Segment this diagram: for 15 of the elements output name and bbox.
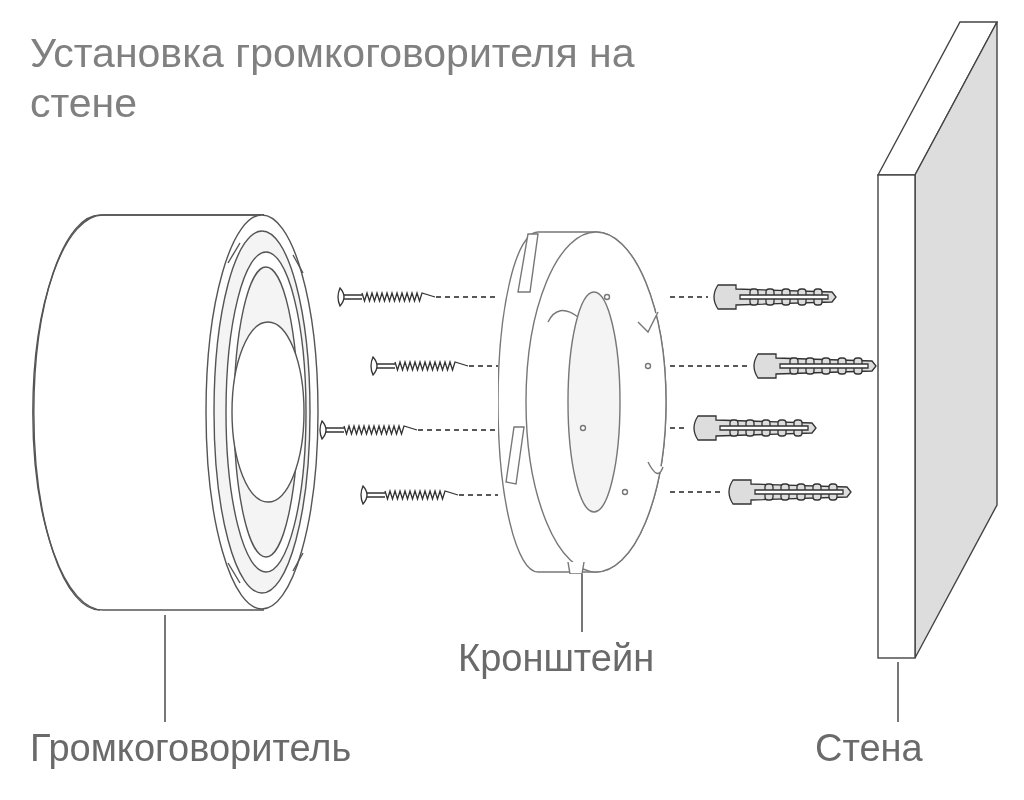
leader-line	[164, 614, 166, 723]
part-label: Стена	[815, 722, 955, 774]
screw-drawing	[318, 420, 418, 440]
leader-line	[897, 661, 899, 723]
title: Установка громкоговорителя на стене	[30, 29, 636, 128]
alignment-line	[468, 365, 499, 367]
screw-drawing	[336, 287, 436, 307]
screw-drawing	[369, 356, 469, 376]
screw-drawing	[359, 485, 459, 505]
alignment-line	[458, 494, 499, 496]
part-label: Громкоговоритель	[30, 722, 430, 774]
part-label: Кронштейн	[458, 632, 698, 684]
alignment-line	[669, 365, 749, 367]
alignment-line	[669, 296, 709, 298]
leader-line	[581, 573, 583, 633]
